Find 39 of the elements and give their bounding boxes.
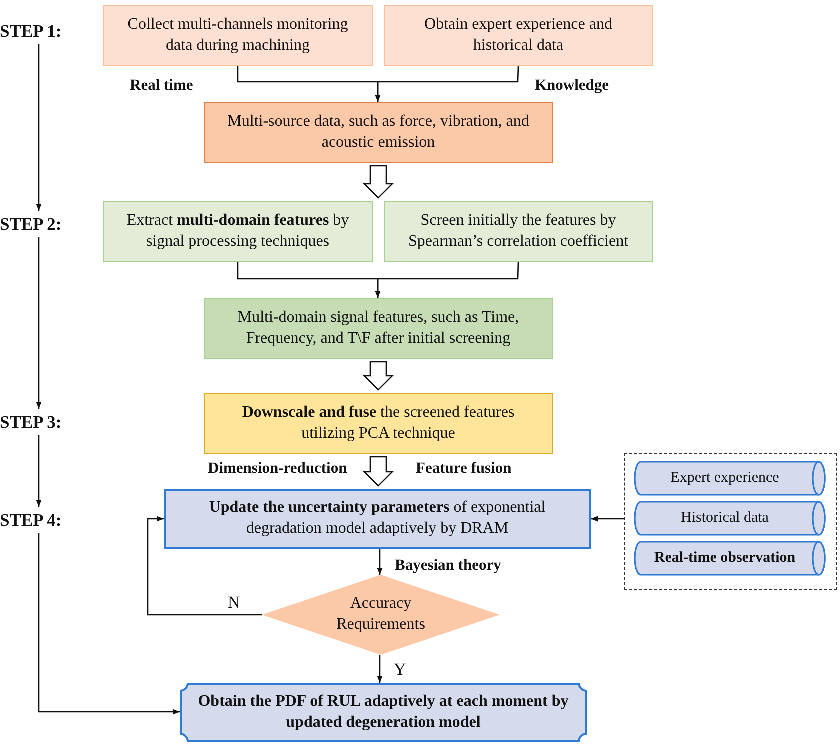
node-text: Collect multi-channels monitoring data during machining: [126, 14, 350, 56]
arrow: [36, 237, 42, 409]
process-box: [103, 201, 373, 262]
hollow-arrow: [362, 456, 394, 487]
process-box: [103, 5, 373, 66]
hollow-arrow: [362, 165, 394, 199]
arrow: [375, 262, 520, 298]
node-text: Multi-domain signal features, such as Time, Frequency, and T\F after initial screening: [236, 308, 520, 348]
node-text: Historical data: [680, 508, 770, 528]
decision-diamond: [262, 575, 500, 655]
arrow: [377, 549, 383, 575]
dashed-group-box: [624, 453, 837, 590]
node-text: Accuracy Requirements: [336, 594, 426, 635]
node-text: Expert experience: [670, 468, 780, 488]
process-box: [164, 489, 591, 549]
result-box: [180, 683, 587, 742]
arrow: [36, 435, 42, 507]
node-text: Multi-source data, such as force, vibration, and acoustic emission: [226, 112, 530, 152]
arrow: [147, 516, 262, 616]
process-box: [204, 102, 553, 163]
arrow: [591, 516, 624, 522]
node-text: Real-time observation: [653, 548, 797, 568]
arrow: [38, 533, 180, 715]
process-box: [384, 5, 653, 66]
node-text: Screen initially the features by Spearman’s correlation coefficient: [407, 210, 630, 252]
edge-label: Bayesian theory: [393, 557, 504, 576]
node-text: Extract multi-domain features by signal processing techniques: [126, 210, 350, 252]
process-box: [204, 298, 553, 359]
node-text: Update the uncertainty parameters of exponential degradation model adaptively by DRAM: [208, 498, 547, 539]
arrow: [36, 44, 42, 211]
node-text: Downscale and fuse the screened features utilizing PCA technique: [241, 402, 516, 444]
arrow: [375, 66, 520, 102]
hollow-arrow: [362, 361, 394, 391]
process-box: [384, 201, 653, 262]
node-text: Obtain the PDF of RUL adaptively at each moment by updated degeneration model: [197, 692, 570, 732]
process-box: [204, 393, 553, 454]
node-text: Obtain expert experience and historical data: [424, 14, 614, 56]
arrow: [377, 655, 383, 683]
edge-label: Knowledge: [533, 77, 612, 96]
